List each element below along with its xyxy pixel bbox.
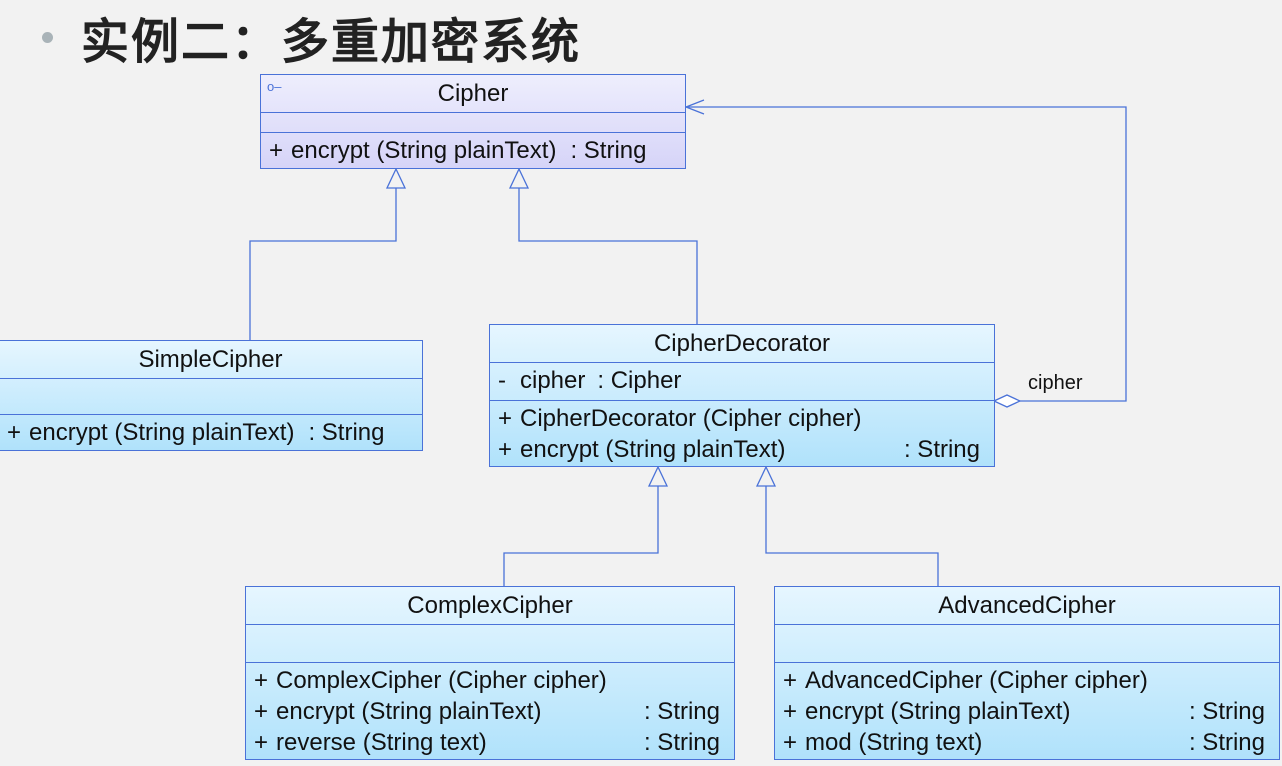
attribute-row: - cipher : Cipher xyxy=(490,363,994,399)
aggregation-diamond xyxy=(992,394,1022,408)
generalization-advancedcipher xyxy=(765,486,939,587)
operation-row: + encrypt (String plainText) : String xyxy=(261,133,685,168)
operation-signature: mod (String text) xyxy=(805,728,983,756)
return-type: : String xyxy=(570,136,647,164)
visibility: + xyxy=(269,136,284,164)
return-type: : String xyxy=(1188,697,1265,725)
generalization-arrowhead xyxy=(385,167,407,189)
slide-title-text: 实例二：多重加密系统 xyxy=(81,14,582,70)
operation-row: + encrypt (String plainText) : String xyxy=(0,415,422,450)
operation-row: + AdvancedCipher (Cipher cipher) xyxy=(775,665,1279,696)
class-simplecipher-attributes xyxy=(0,379,422,415)
operation-signature: encrypt (String plainText) xyxy=(29,418,295,446)
class-cipherdecorator-operations: + CipherDecorator (Cipher cipher) + encr… xyxy=(490,401,994,466)
title-bullet xyxy=(42,31,53,43)
generalization-complexcipher xyxy=(503,486,659,587)
class-cipherdecorator-name: CipherDecorator xyxy=(490,325,994,363)
class-complexcipher-operations: + ComplexCipher (Cipher cipher) + encryp… xyxy=(246,663,734,759)
return-type: : String xyxy=(643,728,720,756)
visibility: + xyxy=(254,666,269,694)
class-complexcipher-name: ComplexCipher xyxy=(246,587,734,625)
class-simplecipher-operations: + encrypt (String plainText) : String xyxy=(0,415,422,450)
visibility: + xyxy=(254,728,269,756)
aggregation-open-arrow xyxy=(684,99,705,115)
visibility: - xyxy=(498,367,506,394)
operation-row: + CipherDecorator (Cipher cipher) xyxy=(490,403,994,434)
operation-signature: ComplexCipher (Cipher cipher) xyxy=(276,666,607,694)
generalization-arrowhead xyxy=(755,465,777,487)
operation-signature: reverse (String text) xyxy=(276,728,487,756)
operation-row: + mod (String text) : String xyxy=(775,727,1279,758)
return-type: : String xyxy=(903,435,980,463)
class-simplecipher-name: SimpleCipher xyxy=(0,341,422,379)
visibility: + xyxy=(783,666,798,694)
interface-icon: o– xyxy=(267,79,282,94)
aggregation-line xyxy=(686,106,1127,402)
generalization-simplecipher xyxy=(249,188,397,340)
class-complexcipher: ComplexCipher + ComplexCipher (Cipher ci… xyxy=(245,586,735,760)
class-advancedcipher: AdvancedCipher + AdvancedCipher (Cipher … xyxy=(774,586,1280,760)
operation-signature: encrypt (String plainText) xyxy=(805,697,1071,725)
visibility: + xyxy=(254,697,269,725)
class-cipherdecorator: CipherDecorator - cipher : Cipher + Ciph… xyxy=(489,324,995,467)
generalization-cipherdecorator xyxy=(518,188,698,325)
attribute-name: cipher xyxy=(520,367,586,394)
operation-row: + encrypt (String plainText) : String xyxy=(490,434,994,465)
visibility: + xyxy=(783,697,798,725)
generalization-arrowhead xyxy=(508,167,530,189)
visibility: + xyxy=(498,435,513,463)
class-cipherdecorator-attributes: - cipher : Cipher xyxy=(490,363,994,401)
return-type: : String xyxy=(308,418,385,446)
operation-signature: AdvancedCipher (Cipher cipher) xyxy=(805,666,1148,694)
operation-signature: encrypt (String plainText) xyxy=(520,435,786,463)
generalization-arrowhead xyxy=(647,465,669,487)
operation-signature: CipherDecorator (Cipher cipher) xyxy=(520,404,862,432)
operation-row: + encrypt (String plainText) : String xyxy=(246,696,734,727)
visibility: + xyxy=(498,404,513,432)
operation-signature: encrypt (String plainText) xyxy=(291,136,557,164)
class-advancedcipher-name: AdvancedCipher xyxy=(775,587,1279,625)
class-complexcipher-attributes xyxy=(246,625,734,663)
visibility: + xyxy=(7,418,22,446)
class-cipher-attributes xyxy=(261,113,685,133)
slide-title: 实例二：多重加密系统 xyxy=(42,4,581,70)
class-cipher-name: Cipher xyxy=(261,75,685,113)
operation-signature: encrypt (String plainText) xyxy=(276,697,542,725)
visibility: + xyxy=(783,728,798,756)
class-simplecipher: SimpleCipher + encrypt (String plainText… xyxy=(0,340,423,451)
class-cipher-operations: + encrypt (String plainText) : String xyxy=(261,133,685,168)
aggregation-role-label: cipher xyxy=(1028,372,1083,394)
attribute-type: : Cipher xyxy=(597,367,682,394)
return-type: : String xyxy=(643,697,720,725)
class-advancedcipher-attributes xyxy=(775,625,1279,663)
class-advancedcipher-operations: + AdvancedCipher (Cipher cipher) + encry… xyxy=(775,663,1279,759)
operation-row: + encrypt (String plainText) : String xyxy=(775,696,1279,727)
class-cipher: o– Cipher + encrypt (String plainText) :… xyxy=(260,74,686,169)
operation-row: + ComplexCipher (Cipher cipher) xyxy=(246,665,734,696)
operation-row: + reverse (String text) : String xyxy=(246,727,734,758)
return-type: : String xyxy=(1188,728,1265,756)
